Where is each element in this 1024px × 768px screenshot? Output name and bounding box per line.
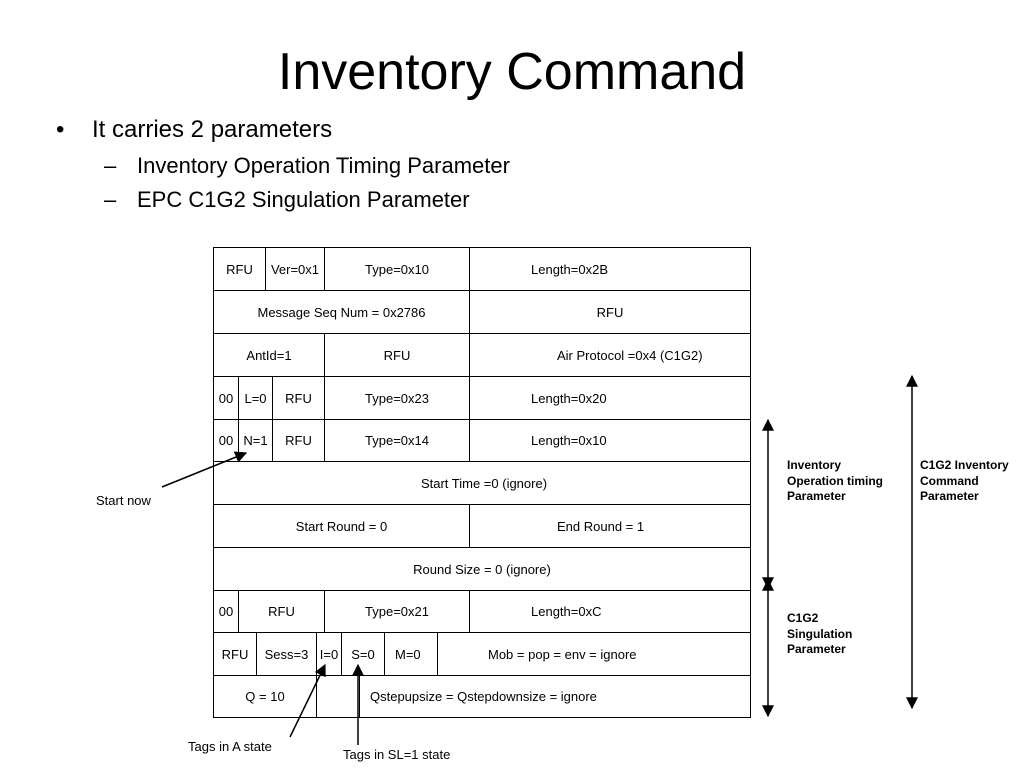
table-cell: Q = 10: [213, 675, 317, 718]
slide-title: Inventory Command: [277, 43, 747, 101]
sub-bullet-text: EPC C1G2 Singulation Parameter: [137, 187, 470, 212]
table-cell: Start Time =0 (ignore): [213, 461, 751, 505]
table-cell: Ver=0x1: [265, 247, 325, 291]
sub-bullet-text: Inventory Operation Timing Parameter: [137, 153, 510, 178]
bullet-mark: •: [56, 116, 65, 143]
table-cell: Length=0x20: [469, 376, 751, 420]
sub-bullet-mark: –: [104, 153, 117, 178]
table-cell: Type=0x23: [324, 376, 470, 420]
inventory-timing-label: Inventory Operation timing Parameter: [787, 458, 883, 503]
c1g2-inventory-command-label: C1G2 Inventory Command Parameter: [920, 458, 1009, 503]
table-cell: Type=0x10: [324, 247, 470, 291]
start-now-note: Start now: [96, 493, 151, 508]
table-cell: RFU: [213, 247, 266, 291]
table-cell: 00: [213, 590, 239, 633]
table-cell: End Round = 1: [469, 504, 751, 548]
bullet-text: It carries 2 parameters: [92, 116, 333, 143]
tags-sl-state-note: Tags in SL=1 state: [343, 747, 451, 762]
table-cell: Length=0x2B: [469, 247, 751, 291]
table-cell: Round Size = 0 (ignore): [213, 547, 751, 591]
table-cell: AntId=1: [213, 333, 325, 377]
tags-a-state-pointer-arrow: [289, 663, 326, 738]
sub-bullet-mark: –: [104, 187, 117, 212]
table-cell: Length=0x10: [469, 419, 751, 462]
table-cell: Air Protocol =0x4 (C1G2): [469, 333, 751, 377]
table-cell: Start Round = 0: [213, 504, 470, 548]
table-cell: RFU: [272, 376, 325, 420]
start-now-pointer-arrow: [161, 451, 248, 488]
table-cell: Mob = pop = env = ignore: [437, 632, 751, 676]
table-cell: RFU: [272, 419, 325, 462]
table-cell: Message Seq Num = 0x2786: [213, 290, 470, 334]
table-cell: RFU: [213, 632, 257, 676]
tags-a-state-note: Tags in A state: [188, 739, 272, 754]
c1g2-singulation-label: C1G2 Singulation Parameter: [787, 611, 853, 656]
table-cell: Qstepupsize = Qstepdownsize = ignore: [359, 675, 751, 718]
table-cell: RFU: [324, 333, 470, 377]
table-cell: Type=0x14: [324, 419, 470, 462]
